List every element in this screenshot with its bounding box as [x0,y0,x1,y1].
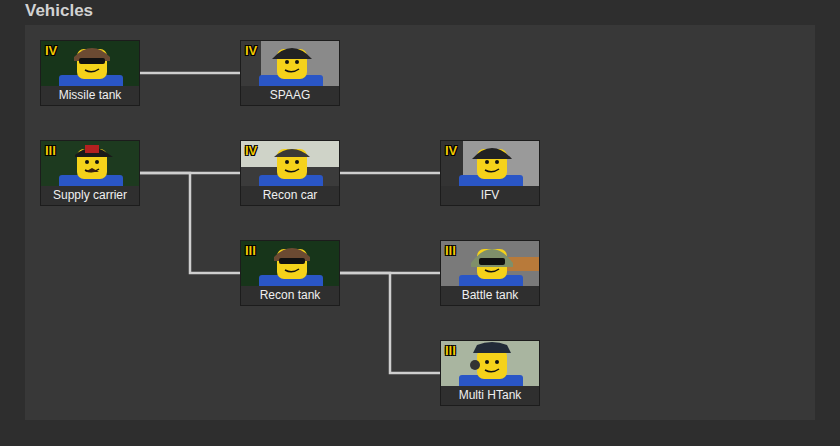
vehicle-card: IV SPAAG [240,40,340,106]
tree-connector [140,173,240,273]
vehicle-card: IV Recon car [240,140,340,206]
panel-ground [25,25,815,420]
avatar [41,141,139,191]
tree-connector [340,273,440,373]
avatar [241,241,339,291]
vehicle-label: Recon car [241,186,339,205]
vehicle-label: Recon tank [241,286,339,305]
tier-numeral: IV [245,143,257,158]
avatar [241,141,339,191]
avatar [41,41,139,91]
avatar [441,141,539,191]
tree-connector [140,72,240,75]
vehicle-label: Multi HTank [441,386,539,405]
vehicle-label: Missile tank [41,86,139,105]
avatar [441,241,539,291]
avatar [441,341,539,391]
vehicle-label: Battle tank [441,286,539,305]
vehicle-card: III Battle tank [440,240,540,306]
tier-numeral: IV [45,43,57,58]
tier-numeral: IV [445,143,457,158]
tier-numeral: IV [245,43,257,58]
vehicle-label: SPAAG [241,86,339,105]
vehicle-label: Supply carrier [41,186,139,205]
vehicle-card: III Supply carrier [40,140,140,206]
vehicle-label: IFV [441,186,539,205]
avatar [241,41,339,91]
panel-title: Vehicles [25,1,93,21]
tree-connector [340,172,440,175]
tier-numeral: III [445,243,456,258]
vehicle-card: IV IFV [440,140,540,206]
tier-numeral: III [245,243,256,258]
vehicle-card: IV Missile tank [40,40,140,106]
vehicle-card: III Multi HTank [440,340,540,406]
vehicle-card: III Recon tank [240,240,340,306]
tier-numeral: III [445,343,456,358]
tier-numeral: III [45,143,56,158]
